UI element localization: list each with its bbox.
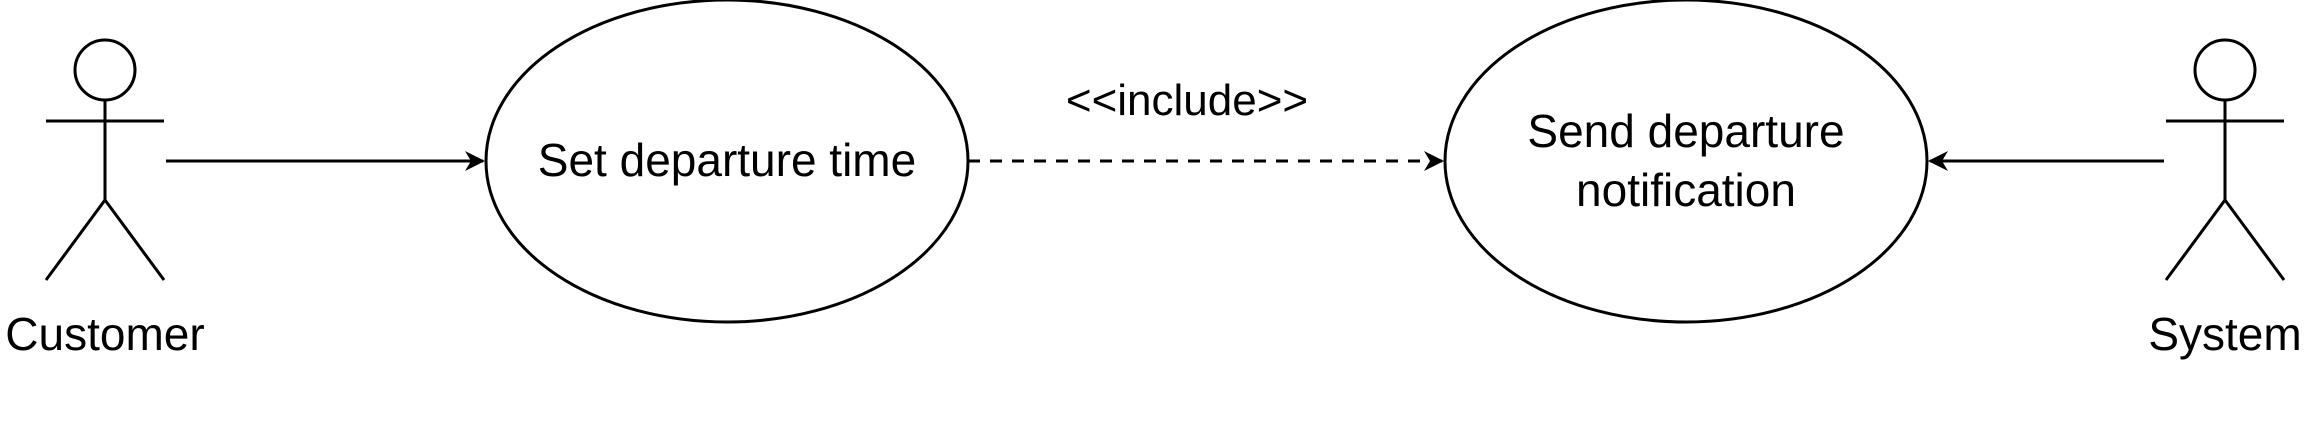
use-case-send-departure-notification-label-line-1: Send departure bbox=[1527, 105, 1844, 157]
actor-customer-right-leg bbox=[103, 199, 166, 281]
actor-customer-label: Customer bbox=[5, 308, 204, 360]
include-stereotype-label: <<include>> bbox=[1066, 76, 1308, 125]
actor-system-head bbox=[2193, 38, 2257, 102]
actor-customer[interactable] bbox=[44, 38, 166, 281]
actor-system-right-leg bbox=[2223, 199, 2286, 281]
use-case-set-departure-time-label: Set departure time bbox=[538, 134, 916, 186]
actor-customer-head bbox=[73, 38, 137, 102]
actor-system-label: System bbox=[2148, 308, 2301, 360]
actor-customer-left-leg bbox=[44, 199, 107, 281]
actor-system-left-leg bbox=[2164, 199, 2227, 281]
use-case-send-departure-notification[interactable] bbox=[1443, 0, 1929, 324]
actor-system[interactable] bbox=[2164, 38, 2286, 281]
use-case-send-departure-notification-label-line-2: notification bbox=[1576, 164, 1796, 216]
